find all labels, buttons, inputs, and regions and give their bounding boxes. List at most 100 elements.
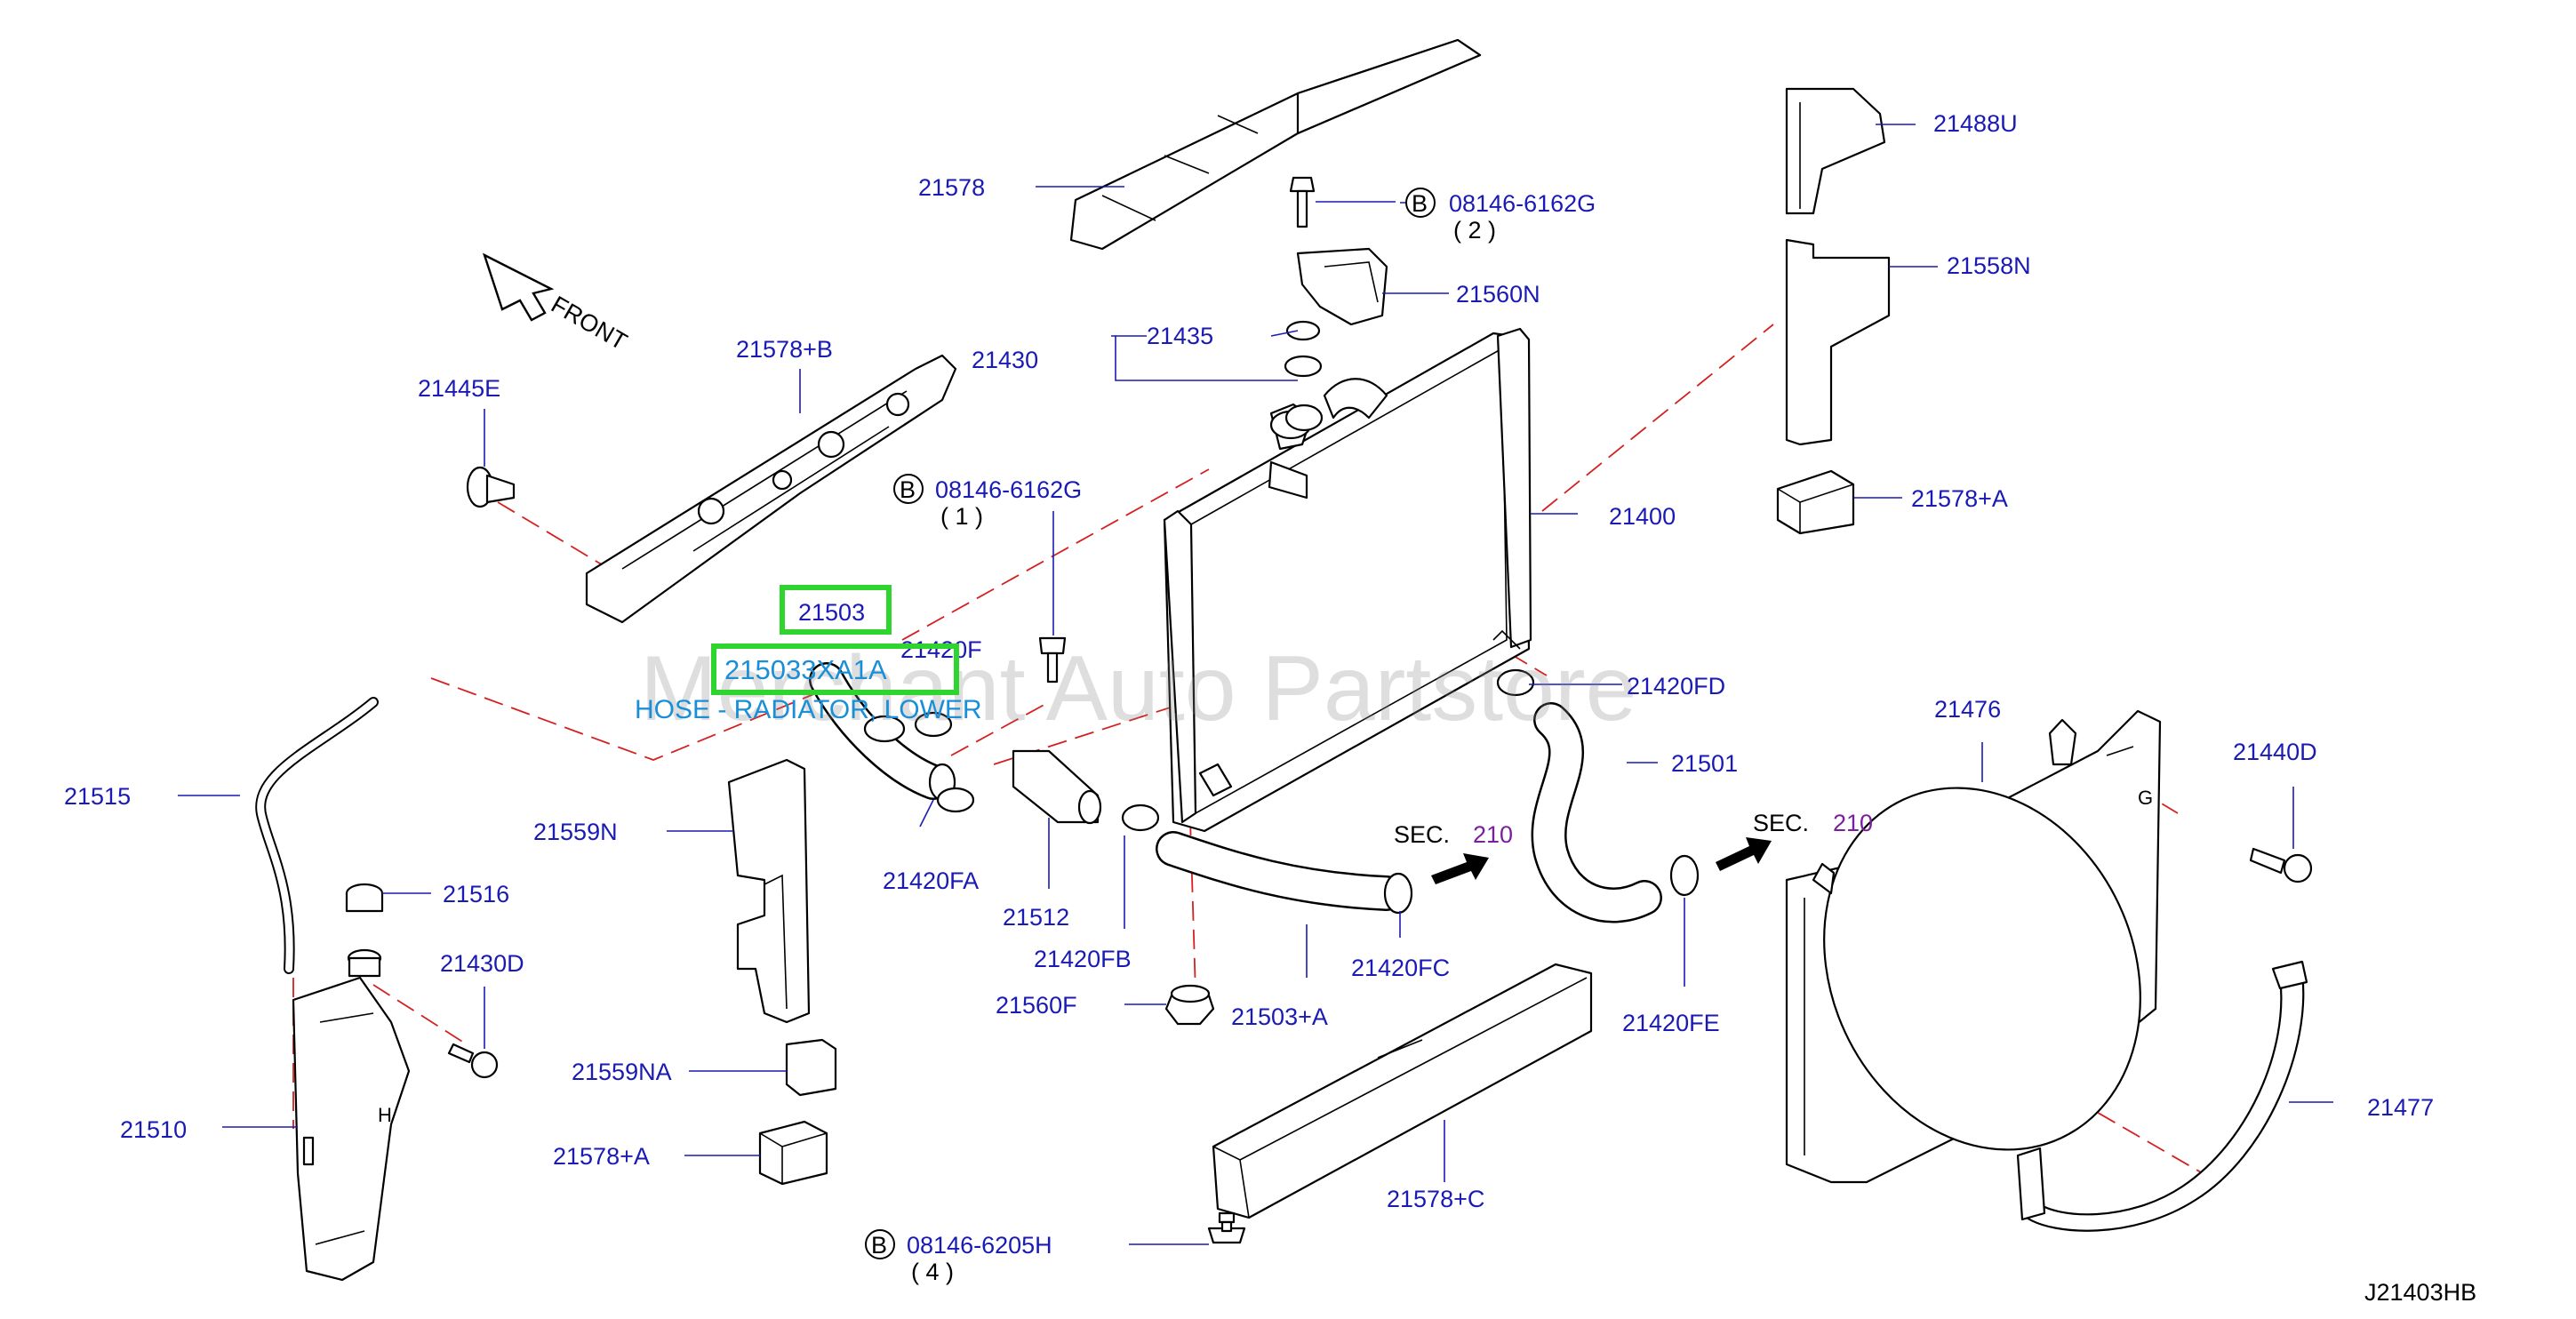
bracket-21488U [1785, 87, 1886, 215]
clamp-21420FD [1496, 668, 1535, 697]
bolt-ref-2-qty: ( 1 ) [940, 503, 983, 530]
diagram-code: J21403HB [2364, 1279, 2476, 1306]
bolt-ref-2-circle: B [900, 476, 916, 503]
label-21440D: 21440D [2233, 739, 2317, 765]
bolt-ref-3-circle: B [871, 1232, 887, 1259]
clamp-21420FA [936, 787, 975, 813]
label-21578A-left: 21578+A [553, 1143, 650, 1170]
bolt-21430D [447, 1043, 499, 1079]
bracket-21560N [1296, 247, 1388, 326]
label-21420FC: 21420FC [1351, 955, 1450, 981]
pad-21578A-left [758, 1120, 828, 1186]
reservoir-21510: H [292, 976, 411, 1282]
label-21430: 21430 [972, 347, 1038, 373]
watermark: Merchant Auto Partstore [640, 637, 1636, 740]
upper-shroud-21578 [1069, 38, 1482, 251]
bolt-08146-6205H [1207, 1211, 1246, 1244]
section-ref-1-prefix: SEC. [1394, 821, 1450, 848]
bolt-ref-2-number: 08146-6162G [935, 476, 1082, 503]
plug-21560F [1164, 984, 1215, 1026]
label-21559N: 21559N [533, 819, 618, 845]
section-ref-2-prefix: SEC. [1753, 810, 1809, 836]
bracket-21559N [727, 758, 811, 1024]
bracket-21558N [1785, 238, 1891, 446]
label-21516: 21516 [443, 881, 509, 907]
label-21559NA: 21559NA [572, 1059, 672, 1085]
cap-21516 [345, 883, 384, 913]
label-21420FB: 21420FB [1034, 946, 1132, 972]
arrow-sec-210-right-icon [1716, 837, 1772, 871]
label-21503A: 21503+A [1231, 1003, 1328, 1030]
bolt-ref-2: B 08146-6162G ( 1 ) [893, 474, 1082, 530]
label-21578C: 21578+C [1387, 1186, 1484, 1212]
label-21435: 21435 [1147, 323, 1213, 349]
label-21558N: 21558N [1947, 252, 2031, 279]
leader-lines [178, 124, 2333, 1245]
section-ref-2-number: 210 [1833, 810, 1873, 836]
bolt-ref-1-number: 08146-6162G [1449, 190, 1596, 217]
bolt-top-08146-6162G [1289, 176, 1316, 228]
svg-text:G: G [2138, 787, 2153, 809]
section-ref-1-number: 210 [1473, 821, 1513, 848]
label-21512: 21512 [1003, 904, 1069, 931]
highlight-group: 21503 215033XA1A HOSE - RADIATOR, LOWER [635, 585, 982, 724]
clip-21445E [466, 466, 516, 508]
clamp-21420FC [1383, 872, 1413, 915]
label-21560F: 21560F [996, 992, 1077, 1019]
arrow-sec-210-left-icon [1431, 853, 1489, 884]
lower-shroud-21578C [1212, 963, 1593, 1219]
bolt-ref-3-qty: ( 4 ) [911, 1259, 954, 1285]
label-21420FA: 21420FA [883, 867, 979, 894]
front-arrow-icon [482, 252, 555, 322]
label-21578: 21578 [918, 174, 985, 201]
lower-fan-shroud-21477 [2016, 960, 2308, 1232]
label-21430D: 21430D [440, 950, 524, 977]
bolt-ref-1: B 08146-6162G ( 2 ) [1405, 188, 1596, 244]
label-21445E: 21445E [418, 375, 500, 402]
label-21510: 21510 [120, 1116, 187, 1143]
bolt-21440D [2249, 847, 2313, 883]
label-21400: 21400 [1609, 503, 1676, 530]
reservoir-cap-icon [347, 948, 382, 978]
highlight-part-number: 21503 [798, 599, 865, 626]
label-21578A-right: 21578+A [1911, 485, 2008, 512]
highlight-box-oem [711, 644, 959, 695]
radiator-cap-21430 [1284, 320, 1324, 432]
svg-text:H: H [378, 1104, 392, 1126]
lower-hose-21503 [809, 662, 956, 802]
clamp-21420FE [1669, 854, 1700, 897]
highlight-description: HOSE - RADIATOR, LOWER [635, 695, 982, 724]
hose-21501 [1531, 702, 1662, 923]
label-21420F: 21420F [900, 636, 982, 663]
label-21420FE: 21420FE [1622, 1010, 1720, 1036]
radiator-21400 [1163, 327, 1532, 833]
label-21476: 21476 [1934, 696, 2001, 723]
bracket-21578B [585, 354, 957, 624]
bolt-ref-3-number: 08146-6205H [907, 1232, 1052, 1259]
label-21515: 21515 [64, 783, 131, 810]
pad-21578A-right [1776, 469, 1855, 535]
bolt-08146-6162G-mid [1038, 511, 1067, 683]
thermostat-housing-21512 [1012, 749, 1102, 825]
clamp-21420FB [1121, 803, 1160, 832]
clamp-21420F [863, 711, 953, 743]
label-21488U: 21488U [1933, 110, 2018, 137]
section-ref-1: SEC. 210 [1394, 821, 1513, 848]
bolt-ref-3: B 08146-6205H ( 4 ) [865, 1229, 1052, 1285]
bolt-ref-1-circle: B [1412, 190, 1428, 217]
reservoir-hose-21515 [255, 697, 379, 974]
front-label: FRONT [547, 291, 632, 355]
hose-21503A [1156, 831, 1404, 911]
section-ref-2: SEC. 210 [1753, 810, 1873, 836]
pad-21559NA [785, 1038, 837, 1097]
label-21477: 21477 [2367, 1094, 2434, 1121]
highlight-oem-number: 215033XA1A [724, 654, 887, 685]
label-21560N: 21560N [1456, 281, 1540, 308]
label-21578B: 21578+B [736, 336, 833, 363]
highlight-box-part [780, 585, 892, 635]
label-21420FD: 21420FD [1627, 673, 1725, 699]
bolt-ref-1-qty: ( 2 ) [1453, 217, 1496, 244]
label-21501: 21501 [1671, 750, 1738, 777]
part-labels: 21578 21488U 21560N 21558N 21578+B 21445… [64, 110, 2434, 1212]
